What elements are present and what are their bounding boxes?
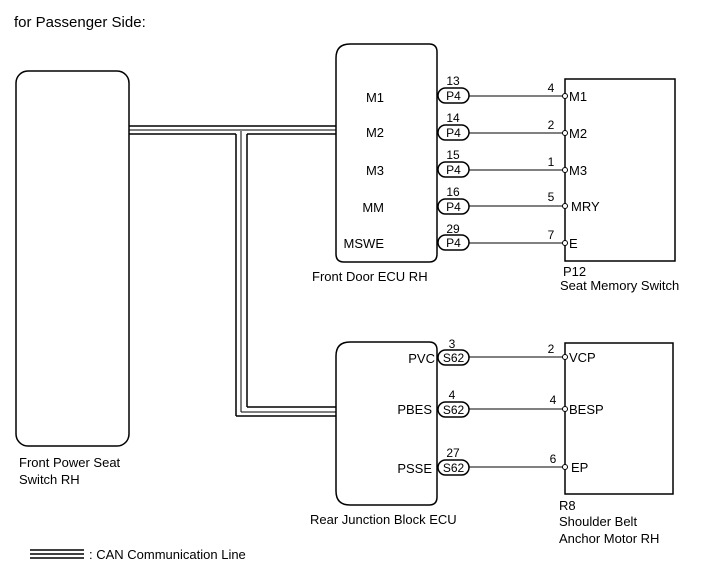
wire-m1: M1 P4 13 4 M1 — [366, 74, 587, 105]
terminal-icon — [562, 93, 568, 99]
pin-name: PBES — [397, 402, 432, 417]
terminal-name: M2 — [569, 126, 587, 141]
terminal-pin: 6 — [550, 452, 557, 466]
can-bus-lines — [129, 125, 336, 417]
shoulder-belt-motor-box — [564, 342, 674, 495]
pin-name: PVC — [408, 351, 435, 366]
connector-label: S62 — [443, 351, 465, 365]
wire-mm: MM P4 16 5 MRY — [362, 185, 600, 215]
terminal-pin: 1 — [548, 155, 555, 169]
terminal-name: VCP — [569, 350, 596, 365]
pin-number: 13 — [446, 74, 460, 88]
pin-number: 14 — [446, 111, 460, 125]
pin-number: 16 — [446, 185, 460, 199]
connector-label: P4 — [446, 89, 461, 103]
pin-number: 4 — [449, 388, 456, 402]
rear-junction-block-label: Rear Junction Block ECU — [310, 512, 457, 527]
connector-label: P4 — [446, 126, 461, 140]
front-door-ecu-box — [335, 43, 438, 263]
front-power-seat-label-1: Front Power Seat — [19, 455, 121, 470]
pin-number: 29 — [446, 222, 460, 236]
shoulder-belt-motor-label-1: Shoulder Belt — [559, 514, 637, 529]
seat-memory-switch-code: P12 — [563, 264, 586, 279]
terminal-icon — [562, 203, 568, 209]
pin-number: 15 — [446, 148, 460, 162]
pin-name: MM — [362, 200, 384, 215]
terminal-icon — [562, 240, 568, 246]
terminal-pin: 2 — [548, 342, 555, 356]
rear-junction-block-box — [335, 341, 438, 506]
connector-label: P4 — [446, 200, 461, 214]
terminal-name: M3 — [569, 163, 587, 178]
wire-pbes: PBES S62 4 4 BESP — [397, 388, 604, 418]
wire-mswe: MSWE P4 29 7 E — [344, 222, 578, 251]
terminal-pin: 2 — [548, 118, 555, 132]
diagram-title: for Passenger Side: — [14, 14, 146, 31]
connector-label: S62 — [443, 403, 465, 417]
terminal-icon — [562, 130, 568, 136]
terminal-name: E — [569, 236, 578, 251]
terminal-icon — [562, 167, 568, 173]
shoulder-belt-motor-label-2: Anchor Motor RH — [559, 531, 659, 546]
terminal-name: EP — [571, 460, 588, 475]
wire-pvc: PVC S62 3 2 VCP — [408, 337, 595, 366]
terminal-pin: 4 — [548, 81, 555, 95]
pin-name: M2 — [366, 125, 384, 140]
pin-number: 27 — [446, 446, 460, 460]
legend-label: : CAN Communication Line — [89, 547, 246, 562]
terminal-pin: 5 — [548, 190, 555, 204]
front-power-seat-label-2: Switch RH — [19, 472, 80, 487]
pin-name: MSWE — [344, 236, 385, 251]
connector-label: P4 — [446, 236, 461, 250]
terminal-pin: 4 — [550, 393, 557, 407]
terminal-icon — [562, 464, 568, 470]
wire-psse: PSSE S62 27 6 EP — [397, 446, 588, 476]
pin-name: M3 — [366, 163, 384, 178]
seat-memory-switch-label: Seat Memory Switch — [560, 278, 679, 293]
terminal-name: MRY — [571, 199, 600, 214]
shoulder-belt-motor-code: R8 — [559, 498, 576, 513]
legend: : CAN Communication Line — [30, 547, 246, 562]
can-line-icon — [30, 549, 84, 559]
connector-label: P4 — [446, 163, 461, 177]
terminal-icon — [562, 354, 568, 360]
front-power-seat-switch-box — [15, 70, 130, 447]
pin-name: M1 — [366, 90, 384, 105]
pin-number: 3 — [449, 337, 456, 351]
connector-label: S62 — [443, 461, 465, 475]
pin-name: PSSE — [397, 461, 432, 476]
wire-m3: M3 P4 15 1 M3 — [366, 148, 587, 178]
terminal-pin: 7 — [548, 228, 555, 242]
front-door-ecu-label: Front Door ECU RH — [312, 269, 428, 284]
terminal-name: BESP — [569, 402, 604, 417]
terminal-icon — [562, 406, 568, 412]
wire-m2: M2 P4 14 2 M2 — [366, 111, 587, 141]
terminal-name: M1 — [569, 89, 587, 104]
